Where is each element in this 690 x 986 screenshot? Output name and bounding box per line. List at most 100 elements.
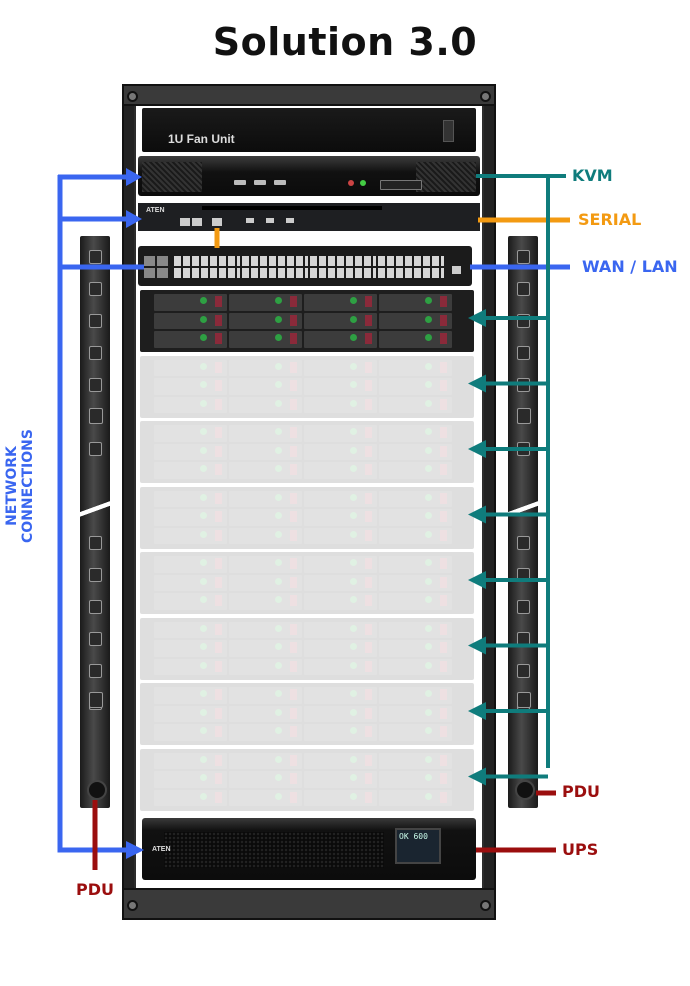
audio-port-icon xyxy=(360,180,366,186)
outlet-icon xyxy=(89,664,102,678)
power-lines xyxy=(92,790,556,870)
usb-port-icon xyxy=(266,218,274,223)
drive-bay xyxy=(304,574,377,592)
drive-bay xyxy=(304,687,377,704)
network-trunk xyxy=(57,175,130,853)
rack-interior xyxy=(136,106,482,888)
drive-bay xyxy=(154,359,227,377)
brand-logo: ATEN xyxy=(146,207,165,214)
power-plug-icon xyxy=(515,780,535,800)
drive-bay xyxy=(304,490,377,508)
arrow-right-icon xyxy=(126,841,144,859)
drive-bay xyxy=(154,621,227,639)
ethernet-port-icon xyxy=(192,218,202,226)
console-port-icon xyxy=(452,266,461,274)
outlet-icon xyxy=(517,664,530,678)
drive-bay xyxy=(304,593,377,610)
screw-icon xyxy=(480,91,491,102)
drive-bay xyxy=(304,396,377,414)
outlet-icon xyxy=(89,346,102,360)
screw-icon xyxy=(127,900,138,911)
drive-bay xyxy=(304,425,377,442)
drive-bay xyxy=(379,705,452,723)
drive-bay xyxy=(154,331,227,348)
outlet-icon xyxy=(89,536,102,550)
outlet-icon xyxy=(89,632,102,646)
ethernet-port-group xyxy=(378,256,444,278)
drive-bay xyxy=(379,752,452,770)
drive-bay xyxy=(379,658,452,676)
arrow-left-icon xyxy=(468,440,486,458)
wan-lan-label: WAN / LAN xyxy=(582,257,678,276)
screw-icon xyxy=(127,91,138,102)
drive-bay xyxy=(154,658,227,676)
primary-server xyxy=(140,290,474,352)
network-switch xyxy=(138,246,472,286)
outlet-icon xyxy=(517,346,530,360)
usb-port-icon xyxy=(286,218,294,223)
wan-lan-label-text: WAN / LAN xyxy=(582,257,678,276)
drive-bay xyxy=(154,705,227,723)
outlet-c19-icon xyxy=(517,408,531,424)
rack-rail-right xyxy=(484,106,494,888)
drive-bay xyxy=(154,490,227,508)
rack-bottom-panel xyxy=(122,888,496,920)
drive-bay xyxy=(229,724,302,741)
pdu-left xyxy=(80,236,110,808)
serial-label-text: SERIAL xyxy=(578,210,642,229)
drive-bay xyxy=(379,425,452,442)
drive-bay xyxy=(304,705,377,723)
outlet-icon xyxy=(89,250,102,264)
screw-icon xyxy=(480,900,491,911)
power-plug-icon xyxy=(87,780,107,800)
brand-logo: ATEN xyxy=(152,846,171,853)
arrow-left-icon xyxy=(468,767,486,786)
drive-bay xyxy=(229,771,302,788)
fan-unit: 1U Fan Unit xyxy=(142,108,476,152)
arrow-left-icon xyxy=(468,374,486,393)
kvm-label-text: KVM xyxy=(572,166,613,185)
server-placeholder xyxy=(140,355,474,418)
drive-bay xyxy=(154,462,227,479)
drive-bay xyxy=(229,425,302,442)
drive-bay xyxy=(229,331,302,348)
drive-bay xyxy=(154,425,227,442)
drive-bay xyxy=(379,490,452,508)
drive-bay xyxy=(229,705,302,723)
drive-bay xyxy=(304,312,377,330)
drive-bay xyxy=(379,509,452,526)
drive-bay xyxy=(379,724,452,741)
drive-bay xyxy=(229,640,302,657)
drive-bay xyxy=(379,527,452,545)
ethernet-port-icon xyxy=(212,218,222,226)
kvm-label: KVM xyxy=(572,166,613,185)
drive-bay xyxy=(229,658,302,676)
drive-bay xyxy=(379,640,452,657)
button-panel xyxy=(380,180,422,190)
drive-bay xyxy=(154,509,227,526)
ups-unit: ATEN OK 600 xyxy=(142,818,476,880)
status-strip xyxy=(202,206,382,210)
server-placeholder xyxy=(140,683,474,745)
vent-grill xyxy=(416,162,476,192)
drive-bay xyxy=(229,593,302,610)
drive-bay xyxy=(154,574,227,592)
drive-bay xyxy=(154,556,227,573)
arrow-right-icon xyxy=(126,168,142,186)
drive-bay xyxy=(229,443,302,461)
outlet-icon xyxy=(89,314,102,328)
drive-bay xyxy=(229,378,302,395)
usb-port-icon xyxy=(246,218,254,223)
server-placeholder xyxy=(140,748,474,811)
arrow-left-icon xyxy=(468,505,486,524)
drive-bay xyxy=(154,294,227,311)
pdu-right-label: PDU xyxy=(562,782,600,801)
outlet-icon xyxy=(517,536,530,550)
ethernet-port-group xyxy=(242,256,308,278)
drive-bay xyxy=(154,771,227,788)
drive-bay xyxy=(304,509,377,526)
drive-bay xyxy=(229,621,302,639)
server-placeholder xyxy=(140,552,474,614)
drive-bay xyxy=(379,556,452,573)
